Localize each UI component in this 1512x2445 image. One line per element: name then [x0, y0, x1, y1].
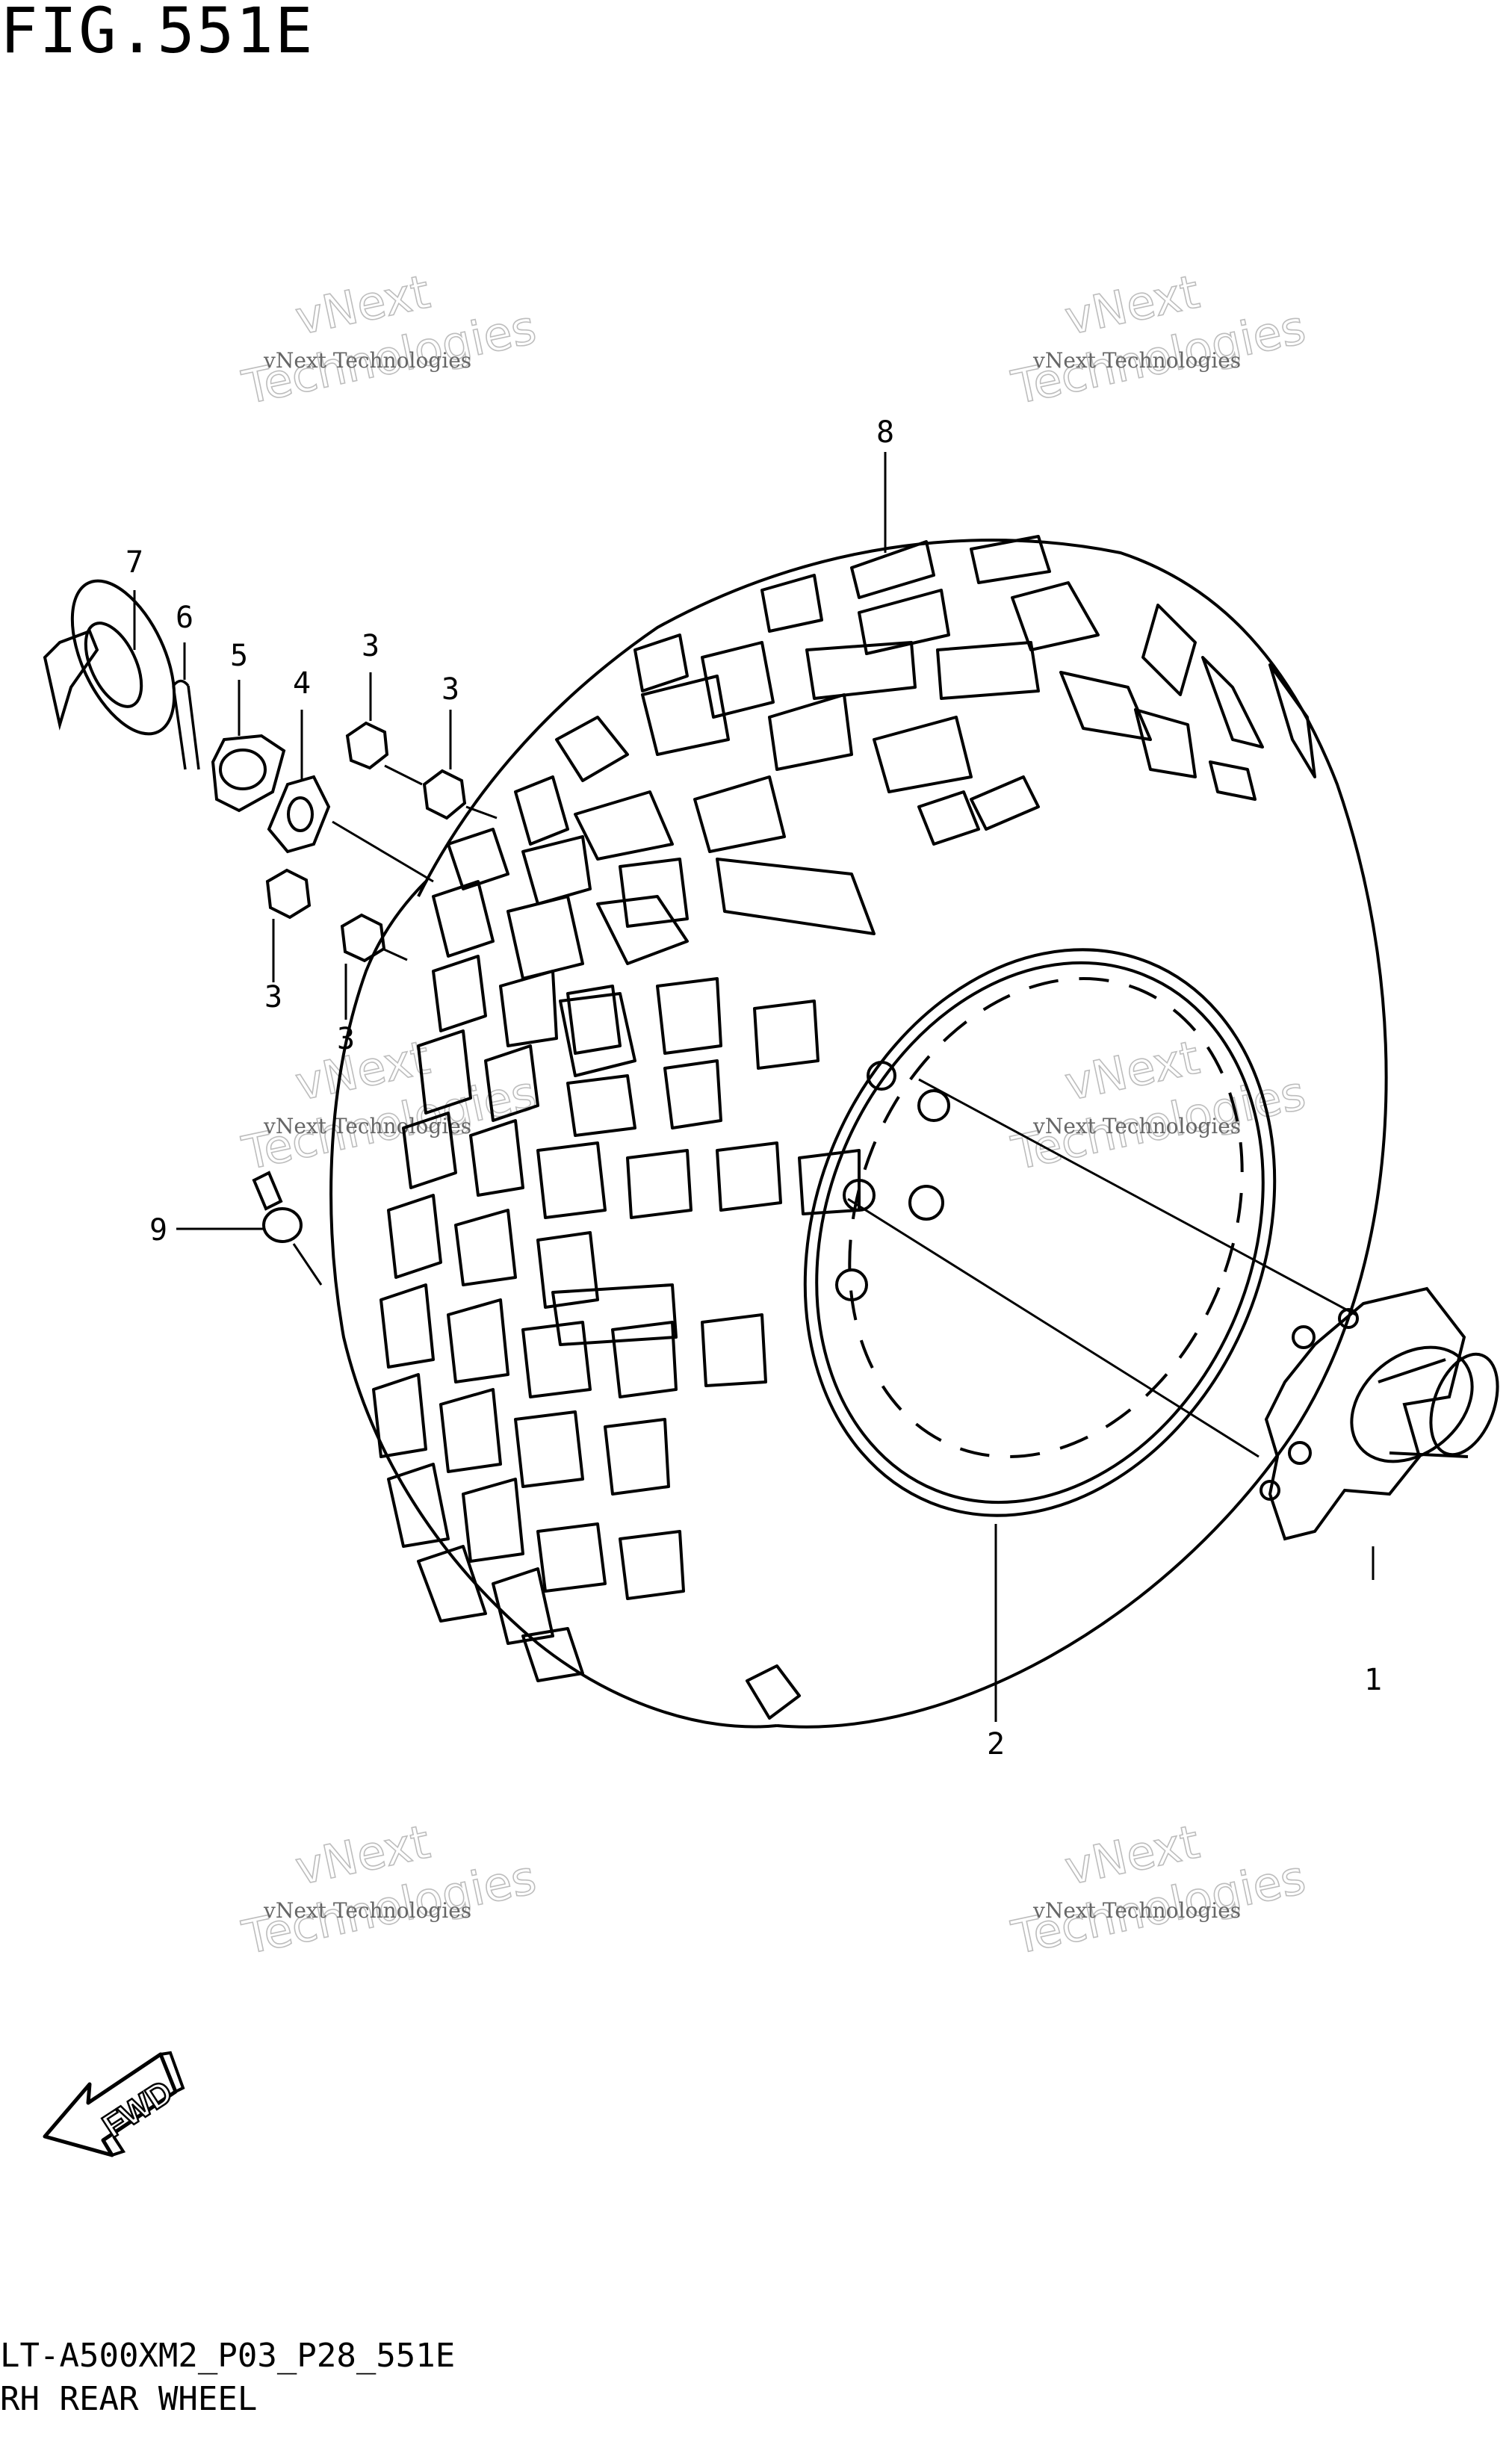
- callout-3: 3: [441, 672, 459, 707]
- callout-9: 9: [149, 1213, 167, 1248]
- cap: [43, 579, 176, 736]
- callout-5: 5: [230, 639, 248, 673]
- tire: [329, 535, 1388, 1729]
- callout-labels: 1 2 3 3 3 3 4 5 6 7 8 9: [126, 415, 1382, 1761]
- callout-3: 3: [264, 980, 282, 1014]
- fwd-arrow-icon: FWD: [43, 2051, 185, 2157]
- washer: [267, 775, 331, 854]
- watermark-line1: vNext Technologies: [1032, 1898, 1241, 1923]
- hub: [1260, 1286, 1499, 1541]
- callout-3: 3: [337, 1022, 355, 1056]
- watermark-line1: vNext Technologies: [263, 348, 471, 373]
- watermark-line1: vNext Technologies: [1032, 348, 1241, 373]
- watermark: vNext Technologies vNext Technologies: [1006, 264, 1310, 416]
- cotter-pin: [172, 679, 200, 770]
- leader-lines: [133, 452, 1375, 1722]
- castle-nut: [211, 734, 286, 813]
- valve: [252, 1171, 303, 1243]
- watermark: vNext Technologies vNext Technologies: [1006, 1814, 1310, 1966]
- callout-7: 7: [126, 545, 143, 580]
- hub-guide-line: [847, 1197, 1260, 1458]
- watermark: vNext Technologies vNext Technologies: [237, 264, 541, 416]
- watermark-line1: vNext Technologies: [263, 1898, 471, 1923]
- callout-6: 6: [176, 601, 193, 635]
- figure-title: FIG.551E: [0, 0, 315, 67]
- watermark: vNext Technologies vNext Technologies: [237, 1814, 541, 1966]
- callout-1: 1: [1364, 1663, 1382, 1697]
- watermark: vNext Technologies vNext Technologies: [237, 1029, 541, 1182]
- hub-guide-line: [918, 1078, 1357, 1316]
- diagram-code: LT-A500XM2_P03_P28_551E: [0, 2337, 456, 2375]
- watermark-line1: vNext Technologies: [1032, 1114, 1241, 1138]
- watermark-line1: vNext Technologies: [263, 1114, 471, 1138]
- callout-2: 2: [987, 1727, 1005, 1761]
- wheel: [803, 948, 1277, 1517]
- callout-8: 8: [876, 415, 894, 450]
- callout-3: 3: [362, 629, 379, 663]
- diagram-subtitle: RH REAR WHEEL: [0, 2380, 258, 2418]
- callout-4: 4: [293, 666, 311, 701]
